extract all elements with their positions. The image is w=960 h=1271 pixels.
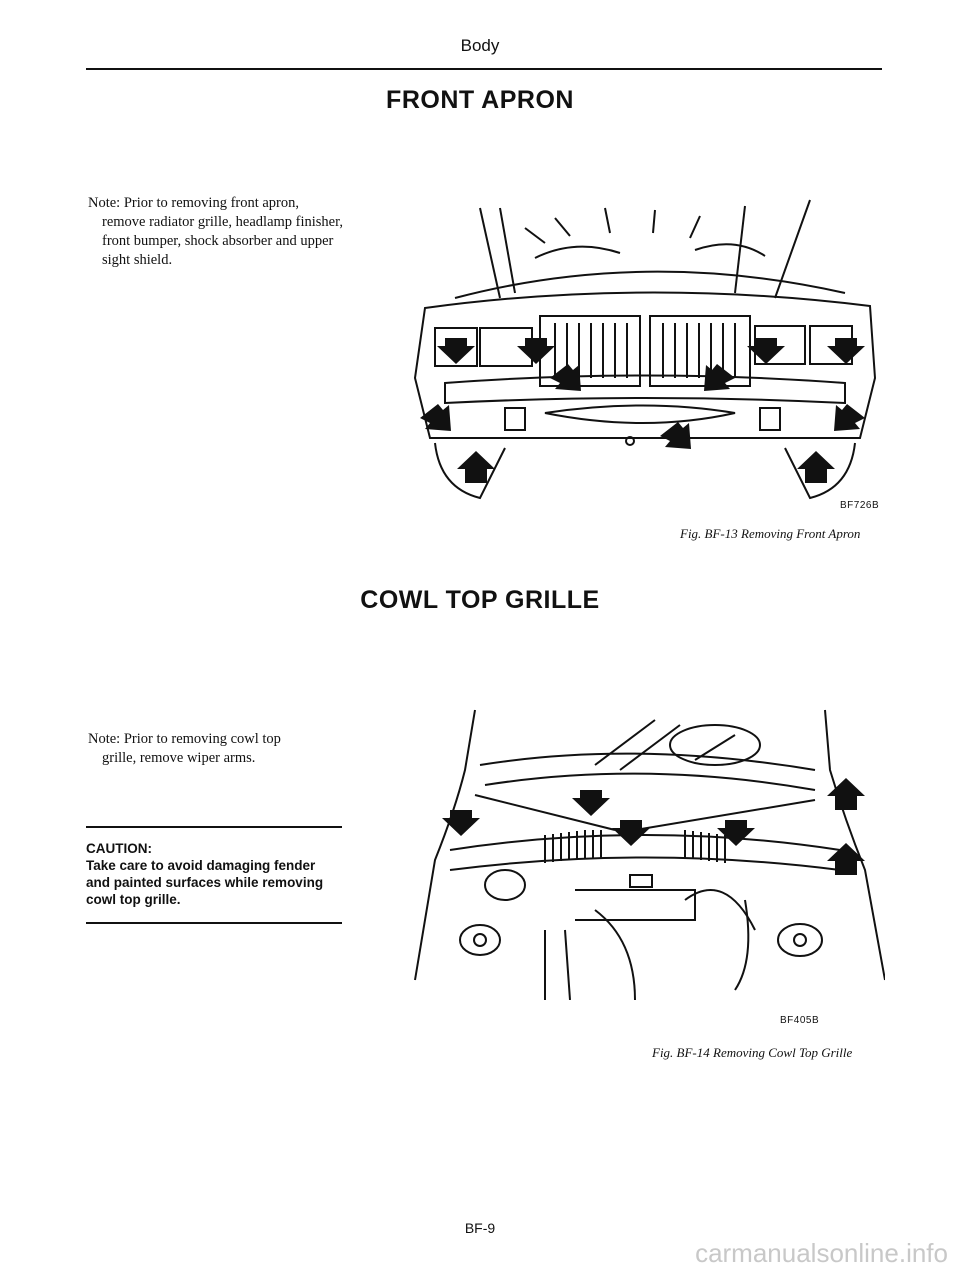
cowl-note: Note: Prior to removing cowl top grille,… (88, 730, 344, 768)
cowl-note-first: Note: Prior to removing cowl top (88, 731, 281, 747)
front-apron-caption: Fig. BF-13 Removing Front Apron (680, 526, 861, 541)
front-apron-note-first: Note: Prior to removing front apron, (88, 195, 300, 211)
front-apron-note: Note: Prior to removing front apron, rem… (88, 194, 344, 270)
header-rule (86, 68, 882, 70)
cowl-fig-code: BF405B (780, 1015, 820, 1026)
cowl-top-grille-illustration (414, 709, 885, 1000)
cowl-top-grille-title: COWL TOP GRILLE (360, 586, 600, 614)
front-apron-illustration (413, 199, 877, 500)
cowl-caption: Fig. BF-14 Removing Cowl Top Grille (652, 1045, 853, 1060)
caution-title: CAUTION: (86, 841, 152, 856)
front-apron-title: FRONT APRON (386, 86, 574, 114)
section-header: Body (460, 36, 500, 55)
watermark: carmanualsonline.info (695, 1238, 948, 1268)
front-apron-fig-code: BF726B (840, 500, 880, 511)
front-apron-note-rest: remove radiator grille, headlamp finishe… (102, 214, 343, 268)
cowl-note-rest: grille, remove wiper arms. (102, 750, 256, 766)
caution-text: Take care to avoid damaging fender and p… (86, 858, 324, 907)
caution-box: CAUTION: Take care to avoid damaging fen… (86, 826, 342, 924)
page-number: BF-9 (464, 1220, 496, 1236)
